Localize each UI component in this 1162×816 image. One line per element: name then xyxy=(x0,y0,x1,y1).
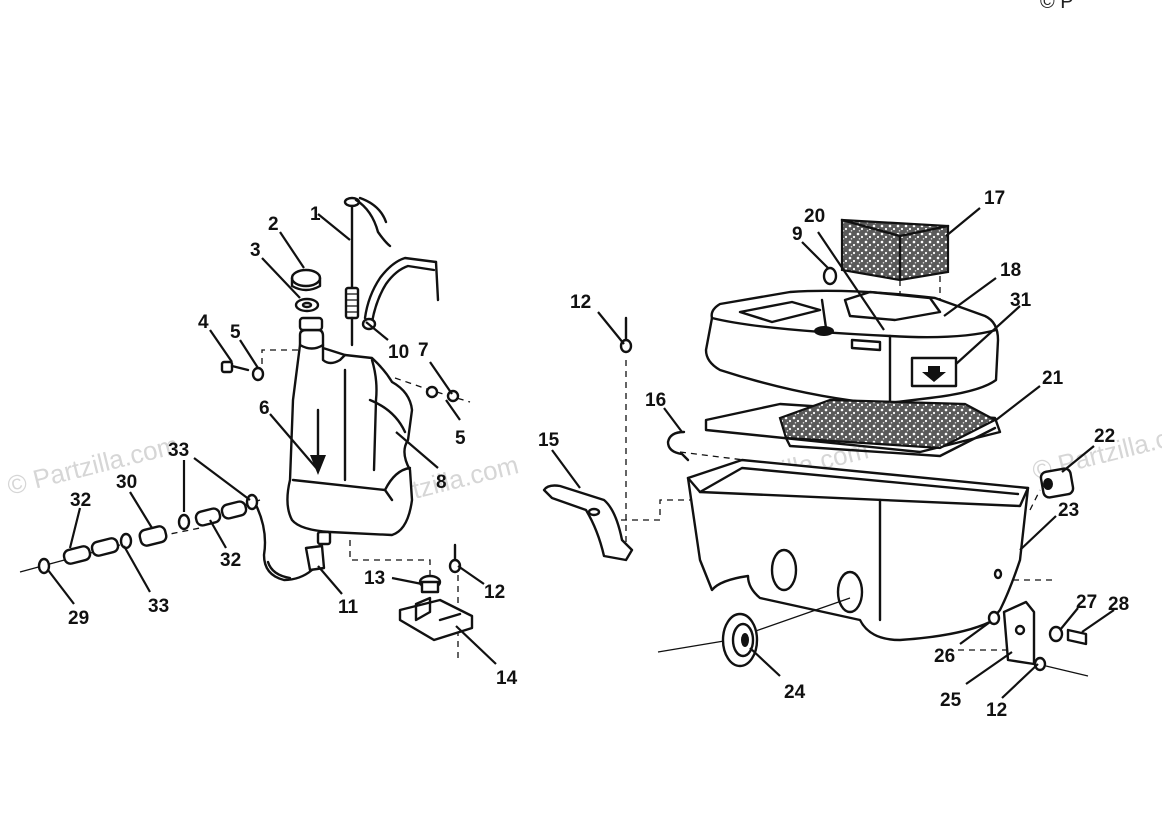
callout-11: 11 xyxy=(338,597,359,618)
outlet-fitting-icon xyxy=(254,503,332,582)
line-segment-icon xyxy=(62,545,92,565)
callout-14: 14 xyxy=(496,668,518,689)
callout-8: 8 xyxy=(436,472,447,493)
lid-grommet-icon xyxy=(814,326,834,336)
callout-30: 30 xyxy=(116,472,137,493)
side-grommet-icon xyxy=(1039,467,1075,499)
screw-center-icon xyxy=(448,543,462,574)
callout-5-left: 5 xyxy=(230,322,241,343)
oil-tank-assembly xyxy=(220,196,474,660)
callout-12-right: 12 xyxy=(986,700,1007,721)
filter-icon xyxy=(138,525,168,547)
cap-gasket-icon xyxy=(294,297,320,313)
retaining-clip-icon xyxy=(666,430,690,462)
callout-33-bottom: 33 xyxy=(148,596,169,617)
callout-labels: 1 2 3 4 5 5 6 7 8 9 10 11 12 12 12 13 14… xyxy=(68,188,1129,721)
watermark-left: © Partzilla.com xyxy=(4,429,181,500)
callout-17: 17 xyxy=(984,188,1005,209)
callout-25: 25 xyxy=(940,690,962,711)
filter-element-icon xyxy=(704,398,1002,458)
callout-28: 28 xyxy=(1108,594,1129,615)
airbox-base-icon xyxy=(686,458,1030,642)
airbox-lid-icon xyxy=(704,266,1000,406)
callout-2: 2 xyxy=(268,214,279,235)
callout-5-right: 5 xyxy=(455,428,466,449)
leader-lines xyxy=(47,207,1115,699)
callout-26: 26 xyxy=(934,646,955,667)
callout-1: 1 xyxy=(310,204,321,225)
callout-9: 9 xyxy=(792,224,803,245)
rear-bracket-icon xyxy=(987,600,1089,677)
clamp-icon xyxy=(119,532,133,550)
grommet-icon xyxy=(425,385,460,403)
callout-20: 20 xyxy=(804,206,825,227)
callout-12-top: 12 xyxy=(570,292,591,313)
foam-prefilter-icon xyxy=(840,218,950,282)
bolt-icon xyxy=(1066,628,1088,646)
vent-hose-icon xyxy=(361,256,440,331)
callout-3: 3 xyxy=(250,240,261,261)
breather-cap-icon xyxy=(822,266,838,286)
callout-21: 21 xyxy=(1042,368,1064,389)
callout-32-right: 32 xyxy=(220,550,241,571)
tank-bracket-icon xyxy=(398,574,474,642)
callout-23: 23 xyxy=(1058,500,1079,521)
callout-18: 18 xyxy=(1000,260,1021,281)
callout-29: 29 xyxy=(68,608,89,629)
callout-13: 13 xyxy=(364,568,385,589)
copyright-fragment: © P xyxy=(1040,0,1074,13)
callout-33-top: 33 xyxy=(168,440,189,461)
callout-16: 16 xyxy=(645,390,666,411)
mount-bracket-icon xyxy=(542,484,634,562)
screw-top-icon xyxy=(619,316,633,354)
hose-clamp-icon xyxy=(37,557,51,575)
callout-31: 31 xyxy=(1010,290,1032,311)
callout-12-center: 12 xyxy=(484,582,505,603)
filler-neck-icon xyxy=(298,316,324,332)
drain-boot-icon xyxy=(657,597,851,668)
callout-15: 15 xyxy=(538,430,560,451)
mount-bolt-icon xyxy=(220,360,265,382)
callout-7: 7 xyxy=(418,340,429,361)
callout-6: 6 xyxy=(259,398,270,419)
tank-cap-icon xyxy=(290,268,322,288)
callout-32-left: 32 xyxy=(70,490,91,511)
callout-24: 24 xyxy=(784,682,806,703)
callout-27: 27 xyxy=(1076,592,1097,613)
callout-4: 4 xyxy=(198,312,209,333)
callout-22: 22 xyxy=(1094,426,1115,447)
level-sender-icon xyxy=(343,196,392,347)
washer-icon xyxy=(987,610,1001,626)
callout-10: 10 xyxy=(388,342,409,363)
airbox-assembly xyxy=(542,218,1089,677)
